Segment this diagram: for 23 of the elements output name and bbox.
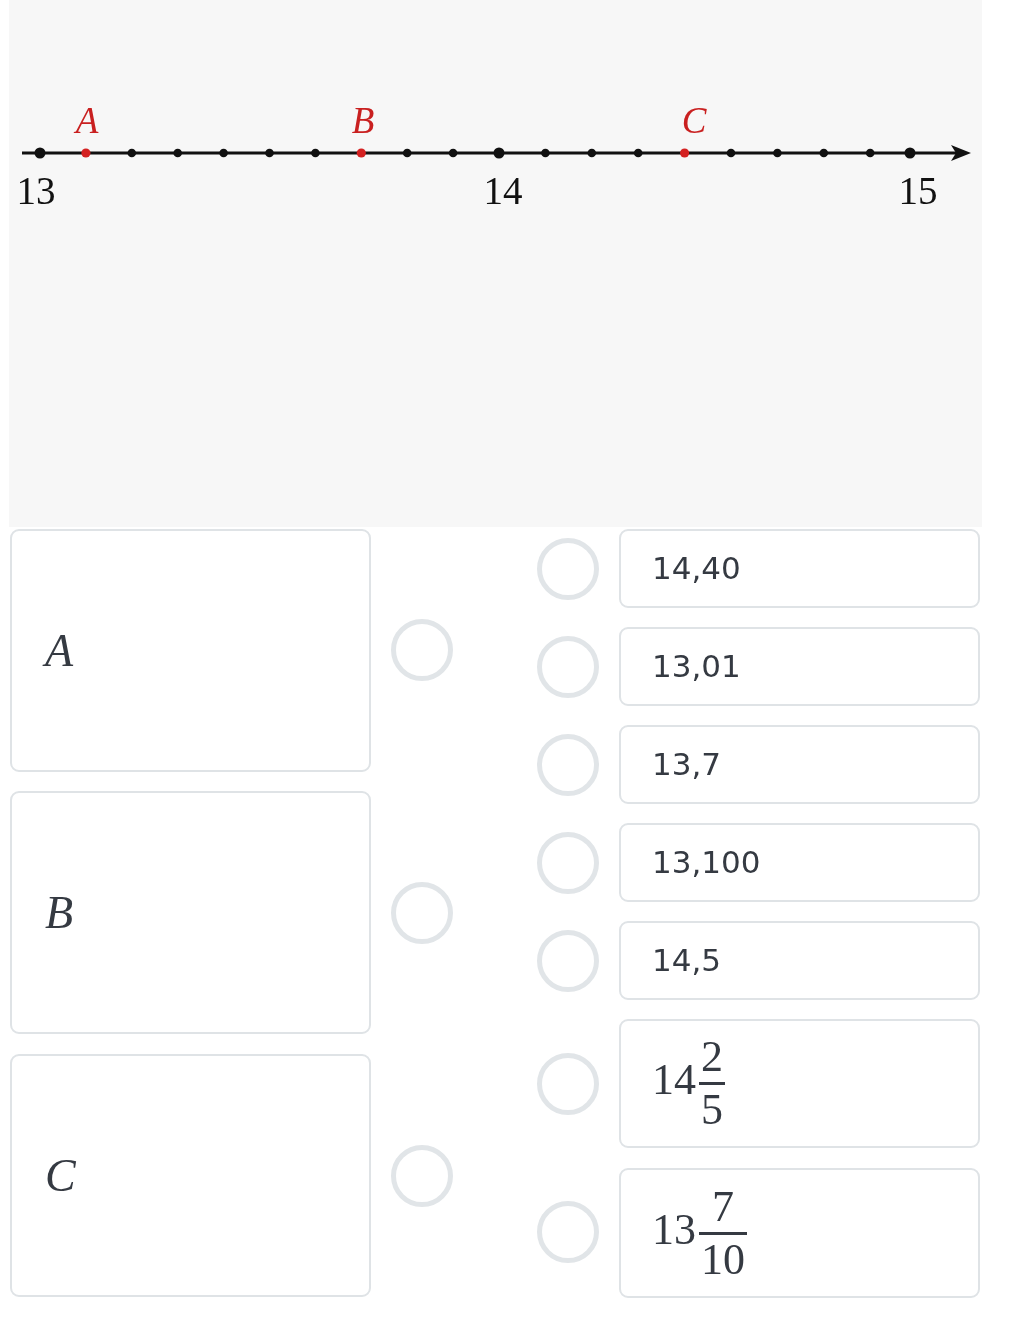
point-name: C (45, 1152, 76, 1199)
point-name: B (45, 889, 74, 936)
tick-label: 15 (898, 171, 938, 210)
answer-value: 14,5 (652, 945, 722, 976)
answer-value: 13,01 (652, 651, 741, 682)
point-label: A (75, 102, 99, 139)
answer-card (619, 725, 980, 804)
answer-card (619, 529, 980, 608)
point-label: B (351, 102, 375, 139)
point-card (10, 1054, 371, 1297)
answer-card (619, 823, 980, 902)
tick-label: 13 (16, 171, 56, 210)
point-card (10, 529, 371, 772)
tick-label: 14 (483, 171, 523, 210)
answer-card (619, 1019, 980, 1148)
answer-card (619, 627, 980, 706)
answer-value: 13,100 (652, 847, 761, 878)
point-label: C (681, 102, 707, 139)
answer-card (619, 921, 980, 1000)
answer-value: 13,7 (652, 749, 722, 780)
answer-card (619, 1168, 980, 1298)
answer-value: 14,40 (652, 553, 741, 584)
point-card (10, 791, 371, 1034)
